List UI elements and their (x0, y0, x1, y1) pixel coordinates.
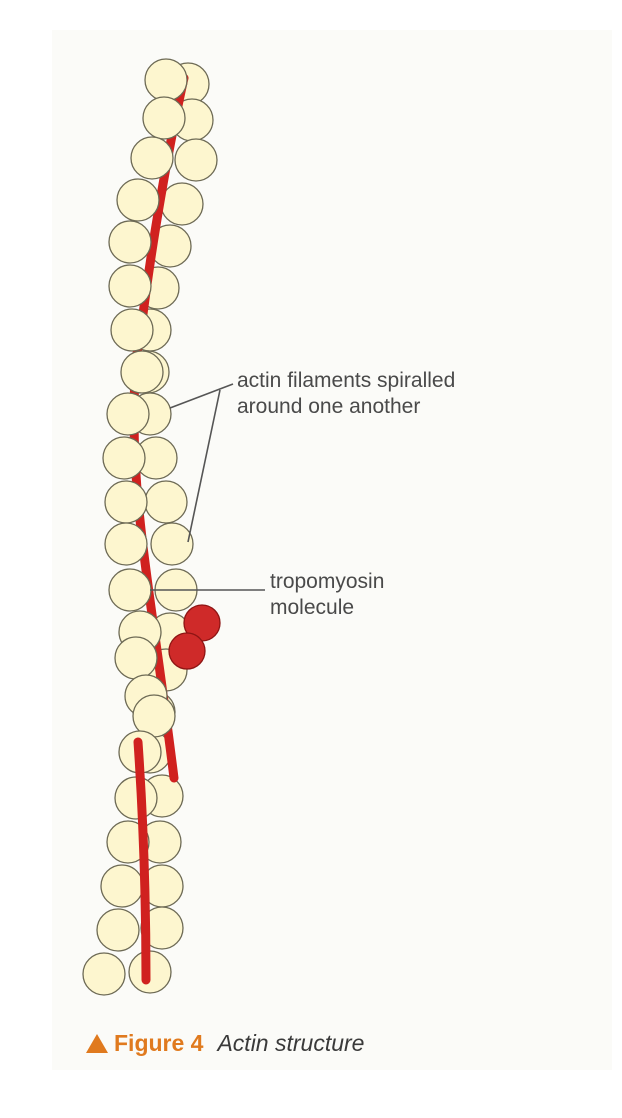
actin-monomer (144, 480, 188, 524)
actin-monomer (110, 308, 154, 352)
actin-monomer (104, 480, 148, 524)
label-tropo-line1: tropomyosin (270, 570, 385, 593)
label-actin-line2: around one another (237, 395, 421, 418)
actin-monomer (116, 178, 160, 222)
figure-caption: Figure 4 Actin structure (86, 1026, 364, 1060)
actin-monomer (96, 908, 140, 952)
troponin-subunit (168, 632, 206, 670)
actin-monomer (130, 136, 174, 180)
actin-monomer (114, 776, 158, 820)
actin-monomer (108, 568, 152, 612)
actin-monomer (108, 264, 152, 308)
label-tropo-line2: molecule (270, 596, 355, 619)
actin-monomer (140, 906, 184, 950)
leader-line-actin-lower (187, 389, 221, 543)
leader-line-actin-upper (169, 383, 234, 409)
actin-monomer (120, 350, 164, 394)
label-tropomyosin: tropomyosin molecule (270, 569, 384, 621)
actin-monomer (144, 58, 188, 102)
caption-title: Actin structure (217, 1029, 365, 1056)
actin-monomer (150, 522, 194, 566)
actin-monomer (102, 436, 146, 480)
label-actin-filaments: actin filaments spiralled around one ano… (237, 368, 455, 420)
triangle-up-icon (86, 1033, 108, 1053)
caption-figure-number: Figure 4 (114, 1029, 204, 1056)
actin-monomer (106, 392, 150, 436)
actin-monomer (108, 220, 152, 264)
actin-monomer (82, 952, 126, 996)
actin-monomer (114, 636, 158, 680)
actin-monomer (100, 864, 144, 908)
leader-lines (150, 383, 265, 591)
label-actin-line1: actin filaments spiralled (237, 369, 456, 392)
actin-monomer (142, 96, 186, 140)
actin-strand-front (82, 58, 188, 996)
actin-monomer (174, 138, 218, 182)
troponin-complex (168, 604, 221, 670)
tropomyosin-strand-lower (133, 737, 151, 985)
actin-monomer (160, 182, 204, 226)
actin-monomer (104, 522, 148, 566)
